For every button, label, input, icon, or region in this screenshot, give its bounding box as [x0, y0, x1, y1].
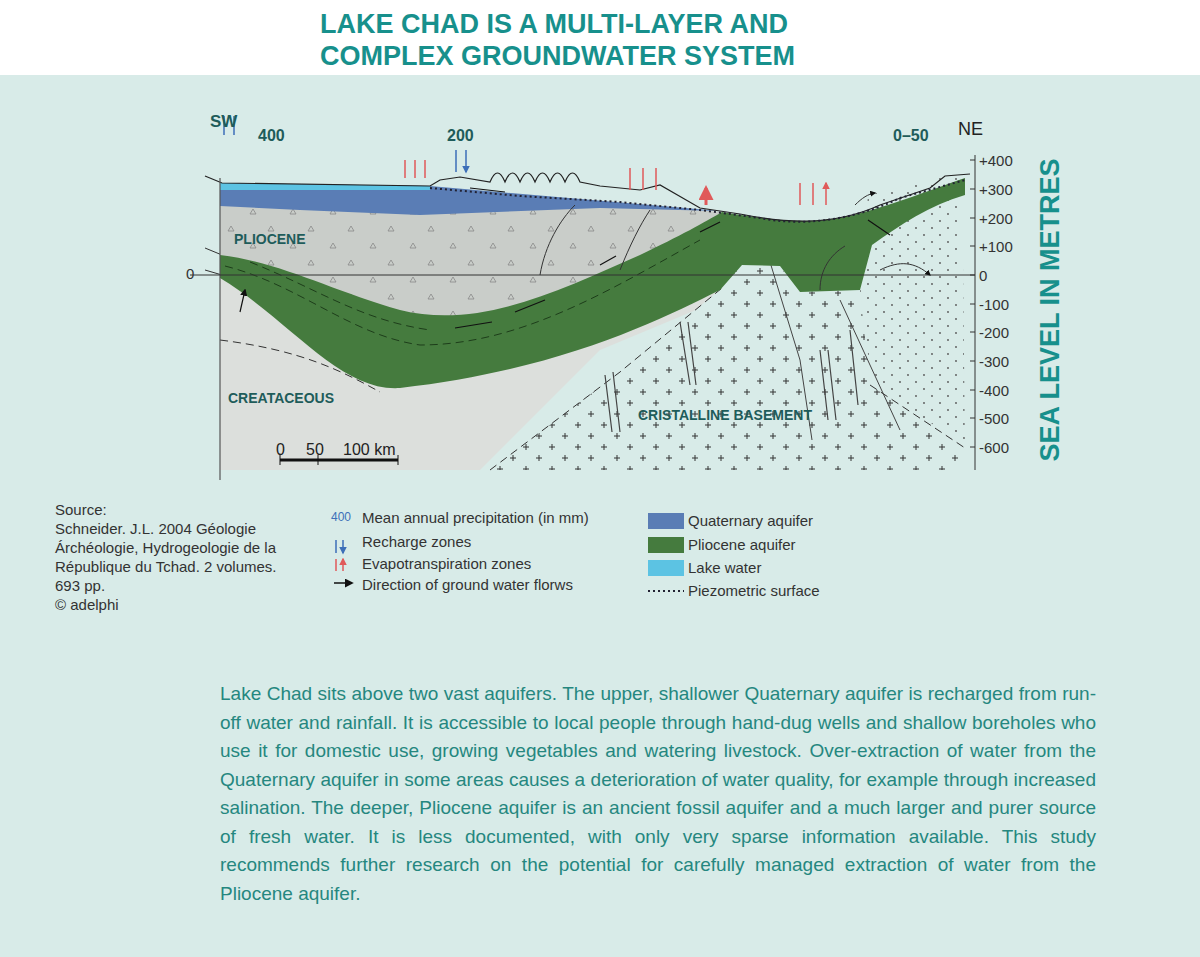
legend-text: Lake water [688, 559, 761, 577]
axis-tick-label: -200 [979, 323, 1009, 342]
source-note: Schneider. J.L. 2004 Géologie Árchéologi… [55, 519, 285, 595]
legend-text: Recharge zones [362, 533, 471, 551]
axis-tick-label: -100 [979, 295, 1009, 314]
source-note: Source: [55, 500, 107, 519]
axis-tick-label: +100 [979, 237, 1013, 256]
axis-tick-label: -400 [979, 381, 1009, 400]
scale-label: 0 [276, 440, 285, 460]
legend-swatch [648, 537, 684, 553]
axis-title: SEA LEVEL IN METRES [1035, 158, 1065, 461]
legend-swatch [648, 513, 684, 529]
precipitation-value: 0–50 [893, 126, 929, 146]
axis-tick-label: -300 [979, 352, 1009, 371]
axis-tick-label: +300 [979, 180, 1013, 199]
formation-label: PLIOCENE [234, 230, 306, 248]
precipitation-value: 200 [447, 126, 474, 146]
legend-swatch [648, 560, 684, 576]
caption: Lake Chad sits above two vast aquifers. … [220, 680, 1096, 908]
legend-text: Evapotranspiration zones [362, 555, 531, 573]
direction-label: SW [210, 111, 237, 132]
scale-label: 50 [306, 440, 324, 460]
axis-tick-label: -600 [979, 438, 1009, 457]
axis-tick-label: 0 [979, 266, 987, 285]
source-note: © adelphi [55, 595, 119, 614]
legend-text: Quaternary aquifer [688, 512, 813, 530]
axis-tick-label: -500 [979, 409, 1009, 428]
legend-text: Direction of ground water florws [362, 576, 573, 594]
legend-text: Pliocene aquifer [688, 536, 796, 554]
legend-text: Piezometric surface [688, 582, 820, 600]
title: LAKE CHAD IS A MULTI-LAYER AND COMPLEX G… [320, 8, 860, 72]
precipitation-value: 400 [258, 126, 285, 146]
axis-tick-label: +200 [979, 209, 1013, 228]
formation-label: CREATACEOUS [228, 389, 334, 407]
legend-sample: 400 [331, 510, 351, 525]
axis-tick-label: 0 [186, 264, 194, 283]
scale-label: 100 km [343, 440, 395, 460]
axis-tick-label: +400 [979, 151, 1013, 170]
direction-label: NE [958, 118, 983, 141]
formation-label: CRISTALLINE BASEMENT [638, 406, 812, 424]
legend-text: Mean annual precipitation (in mm) [362, 509, 589, 527]
